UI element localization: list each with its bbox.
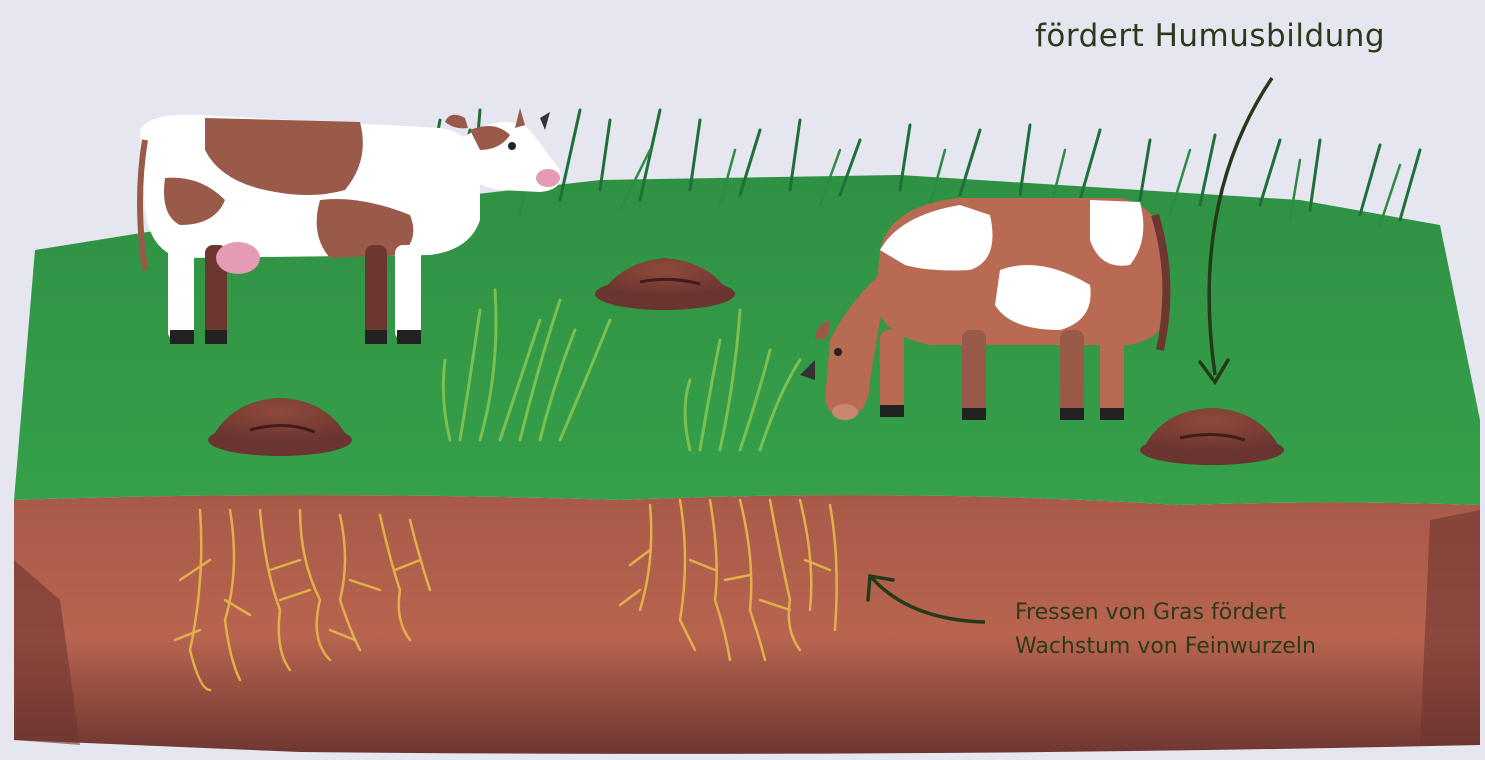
humus-annotation: fördert Humusbildung bbox=[1035, 18, 1385, 54]
roots-annotation: Fressen von Gras fördert Wachstum von Fe… bbox=[1015, 596, 1316, 664]
roots-annotation-line1: Fressen von Gras fördert bbox=[1015, 596, 1316, 630]
roots-annotation-line2: Wachstum von Feinwurzeln bbox=[1015, 630, 1316, 664]
